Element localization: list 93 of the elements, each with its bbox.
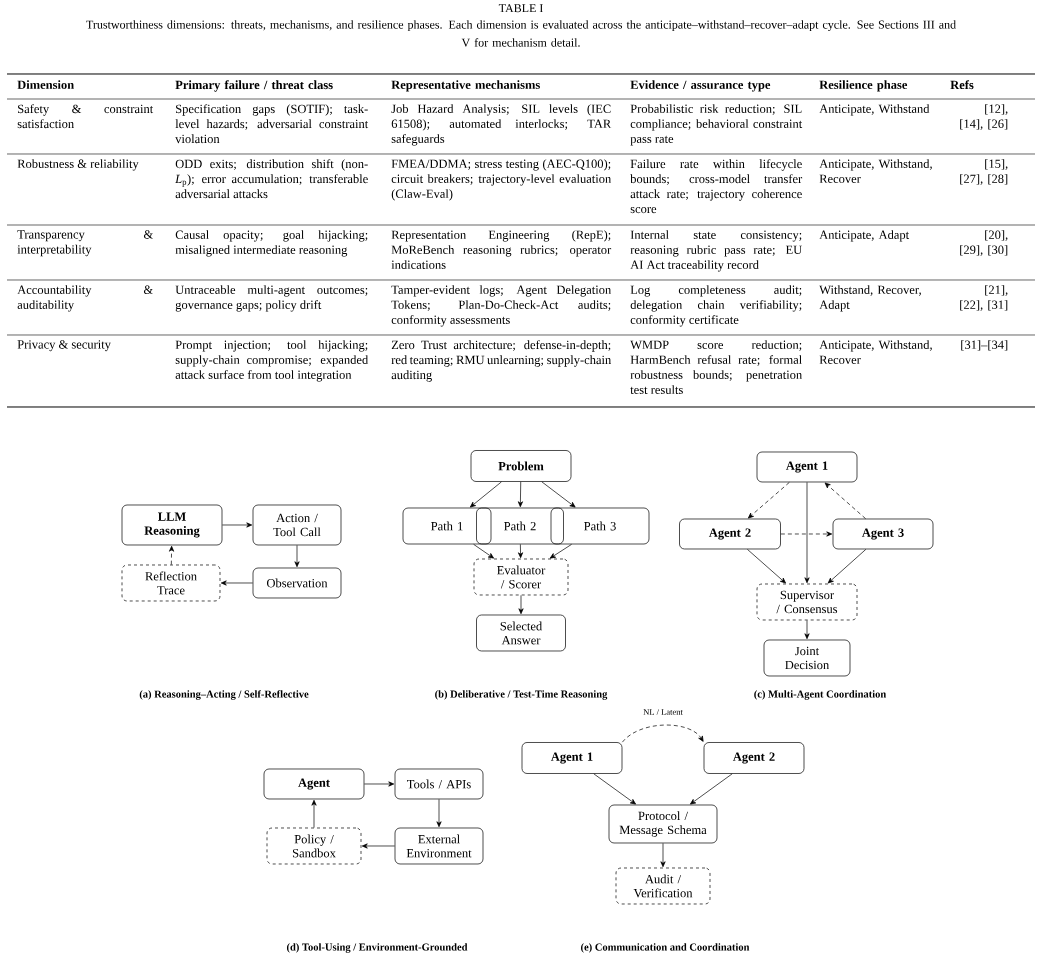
arrow [593, 773, 636, 805]
table-text: [31]–[34] [961, 340, 1008, 351]
process-box: External Environment [394, 827, 484, 865]
subfigure-caption: (d) Tool-Using / Environment-Grounded [287, 943, 468, 953]
arrow [690, 773, 733, 805]
arrow [780, 531, 833, 537]
process-box: Agent 1 [521, 742, 623, 774]
table-text: Privacy & security [17, 340, 111, 352]
arrow [517, 481, 523, 508]
arrow [824, 482, 866, 519]
table-text: ODD exits; distribution shift (non-L$_{p}$); error accumulation; transferable adversarial attacks [175, 159, 368, 199]
table-caption: Trustworthiness dimensions: threats, mechanisms, and resilience phases. Each dimension is evaluated across the anticipate–withstand–recover–adapt cycle. See Sections III and V for mechanism detail. [86, 20, 956, 47]
arrow [549, 544, 572, 559]
table-text: Specification gaps (SOTIF); task-level hazards; adversarial constraint violation [175, 104, 369, 144]
process-box: LLM Reasoning [121, 504, 223, 546]
process-box: Agent 2 [679, 518, 781, 550]
arrow [169, 545, 175, 565]
arrow [220, 580, 253, 586]
table-text: Zero Trust architecture; defense-in-depth; red teaming; RMU unlearning; supply-chain auditing [391, 340, 612, 382]
column-header: Representative mechanisms [391, 80, 540, 92]
column-header: Dimension [17, 80, 74, 89]
table-text: Tamper-evident logs; Agent Delegation Tokens; Plan-Do-Check-Act audits; conformity assessments [391, 285, 612, 327]
arrow [541, 481, 576, 508]
arrow [436, 799, 442, 828]
process-box: Problem [470, 450, 572, 482]
table-text: [20], [29], [30] [960, 230, 1008, 256]
arrow [361, 843, 395, 849]
table-text: FMEA/DDMA; stress testing (AEC-Q100); circuit breakers; trajectory-level evaluation (Claw-Eval) [391, 159, 612, 201]
table-text: [15], [27], [28] [960, 159, 1008, 185]
arrow [469, 481, 502, 508]
column-header: Refs [950, 80, 974, 90]
table-text: Anticipate, Withstand, Recover [819, 159, 932, 183]
arrow [222, 522, 253, 528]
dashed-box: Policy / Sandbox [266, 827, 362, 865]
edge-label: NL / Latent [642, 708, 684, 716]
table-text: Internal state consistency; reasoning rubric pass rate; EU AI Act traceability record [630, 230, 802, 272]
arrow [747, 482, 790, 519]
arrow [364, 781, 395, 787]
table-text: Withstand, Recover, Adapt [819, 285, 921, 312]
arrow [827, 549, 867, 584]
arrow [660, 843, 666, 868]
process-box: Selected Answer [476, 614, 566, 652]
subfigure-caption: (b) Deliberative / Test-Time Reasoning [435, 690, 608, 700]
table-text: Log completeness audit; delegation chain verifiability; conformity certificate [630, 285, 802, 327]
dashed-box: Reflection Trace [121, 564, 221, 602]
subfigure-caption: (c) Multi-Agent Coordination [754, 690, 887, 700]
table-text: Representation Engineering (RepE); MoReBench reasoning rubrics; operator indications [391, 230, 612, 269]
process-box: Path 2 [476, 507, 564, 545]
table-text: Transparency & interpretability [17, 230, 153, 257]
dashed-box: Evaluator / Scorer [473, 558, 569, 596]
process-box: Tools / APIs [394, 768, 484, 800]
dashed-box: Supervisor / Consensus [756, 583, 858, 621]
process-box: Agent 2 [703, 742, 805, 774]
column-header: Resilience phase [819, 80, 908, 92]
table-text: Job Hazard Analysis; SIL levels (IEC 61508); automated interlocks; TAR safeguards [391, 104, 612, 146]
table-text: [12], [14], [26] [960, 104, 1008, 130]
table-text: Robustness & reliability [17, 159, 139, 171]
process-box: Protocol / Message Schema [608, 804, 718, 844]
arrow [622, 724, 704, 743]
table-text: Failure rate within lifecycle bounds; cross-model transfer attack rate; trajectory coherence score [630, 159, 803, 214]
process-box: Agent 1 [756, 451, 858, 483]
arrow [518, 595, 524, 615]
column-header: Primary failure / threat class [175, 80, 333, 92]
table-text: Anticipate, Withstand [819, 104, 930, 116]
arrow [473, 544, 494, 559]
table-text: Untraceable multi-agent outcomes; governance gaps; policy drift [175, 285, 368, 312]
dashed-box: Audit / Verification [615, 867, 711, 905]
process-box: Agent [263, 768, 365, 800]
column-header: Evidence / assurance type [630, 80, 771, 92]
process-box: Observation [252, 567, 342, 599]
subfigure-caption: (a) Reasoning–Acting / Self-Reflective [139, 690, 309, 700]
table-text: Causal opacity; goal hijacking; misaligned intermediate reasoning [175, 230, 368, 257]
process-box: Joint Decision [763, 639, 851, 677]
arrow [804, 620, 810, 640]
table-text: WMDP score reduction; HarmBench refusal rate; formal robustness bounds; penetration test results [630, 340, 802, 394]
table-text: Anticipate, Withstand, Recover [819, 340, 932, 364]
table-text: Prompt injection; tool hijacking; supply-chain compromise; expanded attack surface from tool integration [175, 340, 369, 382]
subfigure-caption: (e) Communication and Coordination [581, 943, 750, 953]
process-box: Action / Tool Call [252, 504, 342, 546]
arrow [311, 799, 317, 828]
table-text: Safety & constraint satisfaction [17, 104, 154, 129]
arrow [518, 544, 524, 559]
table-text: Anticipate, Adapt [819, 230, 910, 242]
process-box: Agent 3 [832, 518, 934, 550]
arrow [804, 482, 810, 584]
table-text: Accountability & auditability [17, 285, 153, 312]
table-text: Probabilistic risk reduction; SIL compliance; behavioral constraint pass rate [630, 104, 803, 146]
table-title: TABLE I [498, 4, 543, 13]
table-text: [21], [22], [31] [960, 285, 1008, 311]
process-box: Path 3 [550, 507, 650, 545]
arrow [294, 545, 300, 568]
arrow [747, 549, 786, 584]
process-box: Path 1 [402, 507, 492, 545]
